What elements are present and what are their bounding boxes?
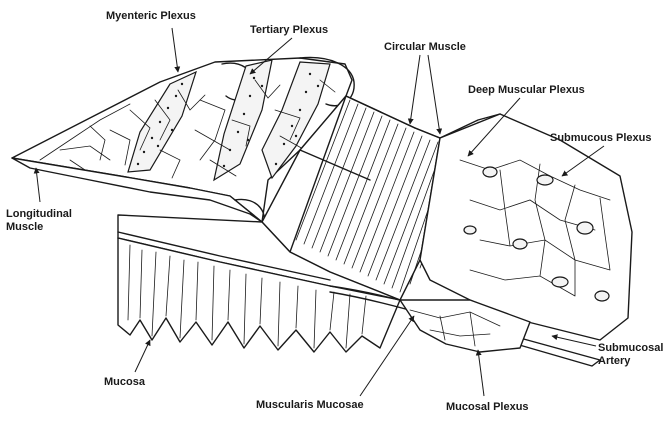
label-submucosal-artery: Submucosal Artery bbox=[598, 342, 663, 368]
label-longitudinal-muscle: Longitudinal Muscle bbox=[6, 208, 72, 234]
label-mucosal-plexus: Mucosal Plexus bbox=[446, 401, 529, 414]
label-tertiary-plexus: Tertiary Plexus bbox=[250, 24, 328, 37]
label-submucous-plexus: Submucous Plexus bbox=[550, 132, 651, 145]
label-muscularis-mucosae: Muscularis Mucosae bbox=[256, 399, 364, 412]
label-mucosa: Mucosa bbox=[104, 376, 145, 389]
label-deep-muscular-plexus: Deep Muscular Plexus bbox=[468, 84, 585, 97]
label-circular-muscle: Circular Muscle bbox=[384, 41, 466, 54]
label-myenteric-plexus: Myenteric Plexus bbox=[106, 10, 196, 23]
